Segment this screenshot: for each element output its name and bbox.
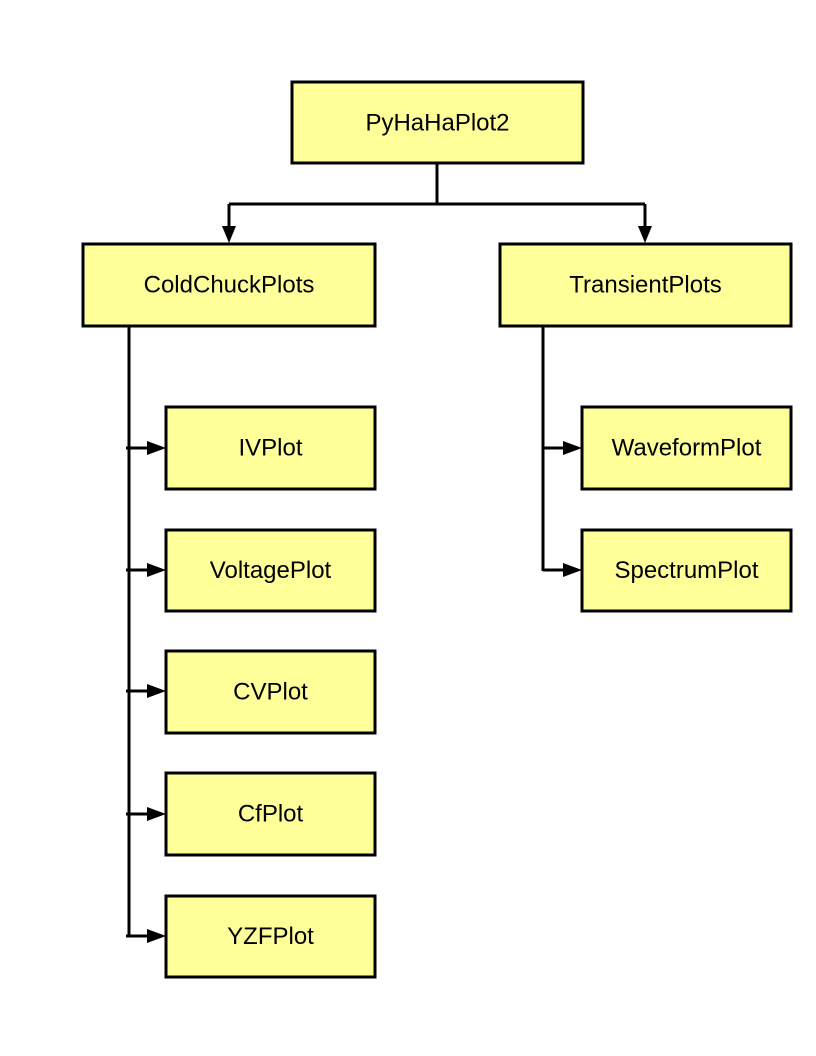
node-yzfplot-label: YZFPlot	[227, 923, 314, 950]
arrowhead-waveformplot	[563, 441, 582, 455]
node-waveformplot[interactable]: WaveformPlot	[580, 405, 793, 491]
node-coldchuckplots-label: ColdChuckPlots	[144, 272, 315, 299]
edges-root	[222, 163, 652, 243]
arrowhead-cfplot	[147, 807, 166, 821]
node-transientplots-label: TransientPlots	[569, 272, 722, 299]
edges-transient	[541, 327, 582, 577]
arrowhead-cvplot	[147, 684, 166, 698]
arrowhead-voltageplot	[147, 563, 166, 577]
node-yzfplot[interactable]: YZFPlot	[164, 894, 377, 979]
node-cvplot-label: CVPlot	[233, 679, 308, 706]
node-cfplot-label: CfPlot	[238, 801, 304, 828]
node-coldchuckplots[interactable]: ColdChuckPlots	[81, 242, 377, 328]
arrowhead-transient	[638, 226, 652, 243]
node-cfplot[interactable]: CfPlot	[164, 771, 377, 857]
arrowhead-coldchuck	[222, 226, 236, 243]
node-spectrumplot-label: SpectrumPlot	[614, 557, 758, 584]
node-voltageplot-label: VoltagePlot	[210, 557, 332, 584]
node-spectrumplot[interactable]: SpectrumPlot	[580, 528, 793, 613]
node-ivplot-label: IVPlot	[238, 435, 302, 462]
edges-coldchuck	[126, 327, 166, 943]
node-voltageplot[interactable]: VoltagePlot	[164, 528, 377, 613]
node-transientplots[interactable]: TransientPlots	[498, 242, 793, 328]
node-pyhahaplot2[interactable]: PyHaHaPlot2	[290, 80, 585, 165]
node-ivplot[interactable]: IVPlot	[164, 405, 377, 491]
arrowhead-yzfplot	[147, 929, 166, 943]
arrowhead-spectrumplot	[563, 563, 582, 577]
arrowhead-ivplot	[147, 441, 166, 455]
node-cvplot[interactable]: CVPlot	[164, 649, 377, 735]
node-waveformplot-label: WaveformPlot	[612, 435, 762, 462]
node-pyhahaplot2-label: PyHaHaPlot2	[365, 110, 509, 137]
